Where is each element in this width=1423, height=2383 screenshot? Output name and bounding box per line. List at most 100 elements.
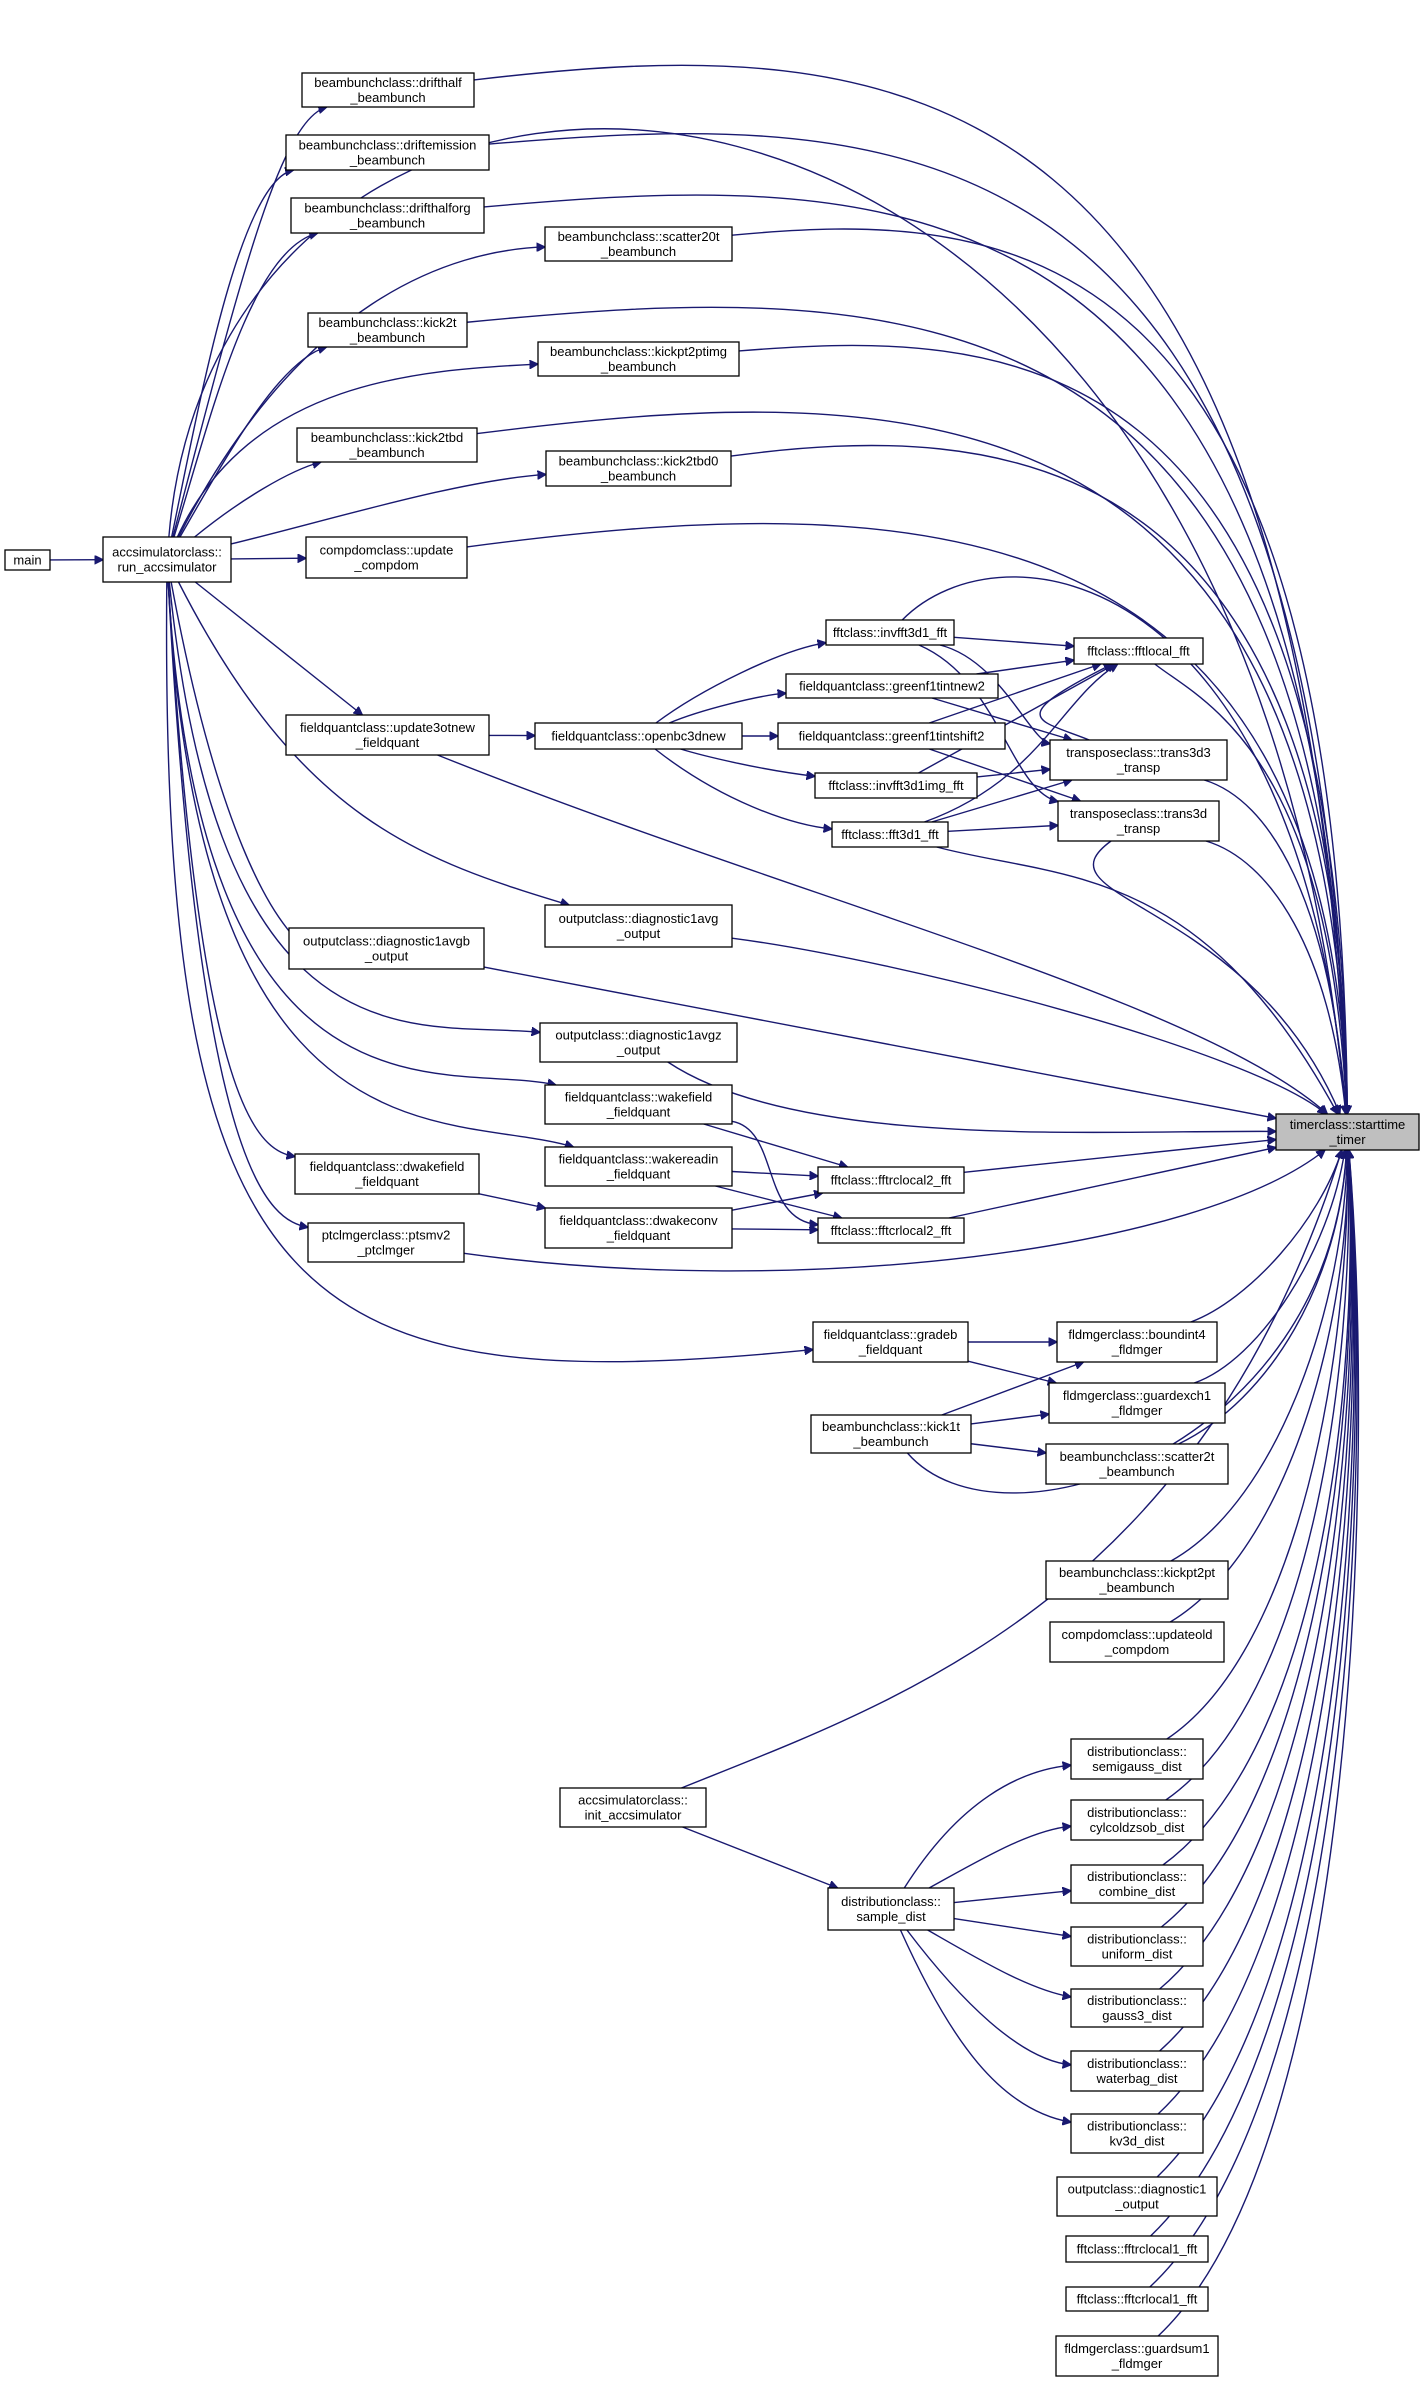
edge-guardexch1-to-starttime	[1193, 1150, 1345, 1384]
node-box	[831, 821, 949, 848]
node-kickpt2pt[interactable]: beambunchclass::kickpt2pt_beambunch	[1045, 1560, 1229, 1600]
node-kick2tbd[interactable]: beambunchclass::kick2tbd_beambunch	[296, 427, 478, 463]
node-fftrclocal1a[interactable]: fftclass::fftrclocal1_fft	[1065, 2235, 1209, 2263]
node-update-compdom[interactable]: compdomclass::update_compdom	[305, 536, 468, 579]
node-guardsum1[interactable]: fldmgerclass::guardsum1_fldmger	[1055, 2335, 1219, 2377]
node-combine[interactable]: distributionclass::combine_dist	[1070, 1864, 1204, 1904]
node-kick1t[interactable]: beambunchclass::kick1t_beambunch	[810, 1414, 972, 1454]
node-cycoldzsob[interactable]: distributionclass::cylcoldzsob_dist	[1070, 1799, 1204, 1841]
node-openbc3dnew[interactable]: fieldquantclass::openbc3dnew	[534, 722, 743, 750]
node-diag1avgz[interactable]: outputclass::diagnostic1avgz_output	[539, 1022, 738, 1063]
node-label: _compdom	[1104, 1642, 1169, 1657]
node-kickpt2ptimg[interactable]: beambunchclass::kickpt2ptimg_beambunch	[537, 341, 740, 377]
node-diag1[interactable]: outputclass::diagnostic1_output	[1056, 2176, 1218, 2217]
edge-drifthalf-to-starttime	[473, 64, 1347, 1114]
node-greenf1tintnew2[interactable]: fieldquantclass::greenf1tintnew2	[785, 673, 999, 699]
node-box	[559, 1787, 707, 1828]
node-label: fieldquantclass::gradeb	[824, 1327, 958, 1342]
node-kick2t[interactable]: beambunchclass::kick2t_beambunch	[307, 312, 468, 348]
node-invfft3d1img[interactable]: fftclass::invfft3d1img_fft	[814, 772, 978, 799]
node-scatter2t[interactable]: beambunchclass::scatter2t_beambunch	[1045, 1443, 1229, 1485]
node-main[interactable]: main	[4, 549, 51, 571]
node-update3otnew[interactable]: fieldquantclass::update3otnew_fieldquant	[285, 714, 490, 756]
edge-invfft3d1-to-fftlocal	[953, 636, 1074, 646]
edge-kickpt2ptimg-to-starttime	[738, 344, 1347, 1114]
node-sample[interactable]: distributionclass::sample_dist	[827, 1887, 955, 1931]
edge-fftrclocal1b-to-starttime	[1149, 1150, 1358, 2288]
node-label: _beambunch	[852, 1434, 928, 1449]
edge-kick2tbd0-to-starttime	[730, 444, 1347, 1114]
node-box	[814, 772, 978, 799]
node-guardexch1[interactable]: fldmgerclass::guardexch1_fldmger	[1048, 1382, 1226, 1424]
node-box	[544, 904, 733, 948]
edge-run-acc-to-wakefield	[167, 581, 556, 1085]
edge-kick2tbd-to-starttime	[476, 411, 1347, 1114]
node-label: _compdom	[353, 558, 418, 573]
edge-diag1avg-to-starttime	[731, 937, 1326, 1114]
node-dwakeconv[interactable]: fieldquantclass::dwakeconv_fieldquant	[544, 1207, 733, 1249]
node-drifthalforg[interactable]: beambunchclass::drifthalforg_beambunch	[290, 197, 485, 234]
node-diag1avg[interactable]: outputclass::diagnostic1avg_output	[544, 904, 733, 948]
node-greenf1tintshift2[interactable]: fieldquantclass::greenf1tintshift2	[777, 722, 1006, 750]
node-label: outputclass::diagnostic1	[1068, 2182, 1207, 2197]
node-label: _beambunch	[600, 244, 676, 259]
edge-kickpt2pt-to-starttime	[1170, 1150, 1347, 1562]
node-drifthalf[interactable]: beambunchclass::drifthalf_beambunch	[301, 72, 475, 108]
node-diag1avgb[interactable]: outputclass::diagnostic1avgb_output	[288, 927, 485, 970]
node-label: fftclass::fftcrlocal2_fft	[831, 1223, 952, 1238]
node-run-acc[interactable]: accsimulatorclass::run_accsimulator	[102, 536, 232, 583]
node-box	[777, 722, 1006, 750]
node-fftlocal[interactable]: fftclass::fftlocal_fft	[1073, 637, 1204, 665]
edge-wakefield-to-fftcrlocal2	[731, 1120, 818, 1224]
edge-guardsum1-to-starttime	[1157, 1150, 1360, 2337]
node-label: _beambunch	[600, 469, 676, 484]
edge-update3otnew-to-starttime	[437, 754, 1328, 1114]
node-dwakefield[interactable]: fieldquantclass::dwakefield_fieldquant	[294, 1153, 480, 1195]
edge-fft3d1-to-fftlocal	[924, 664, 1117, 823]
node-updateold[interactable]: compdomclass::updateold_compdom	[1049, 1621, 1225, 1663]
edge-openbc3dnew-to-invfft3d1img	[680, 748, 815, 776]
node-box	[545, 450, 732, 487]
node-box	[785, 673, 999, 699]
node-driftemission[interactable]: beambunchclass::driftemission_beambunch	[285, 134, 490, 171]
node-label: _transp	[1116, 821, 1160, 836]
node-init-acc[interactable]: accsimulatorclass::init_accsimulator	[559, 1787, 707, 1828]
node-box	[1055, 2335, 1219, 2377]
node-fftrclocal1b[interactable]: fftclass::fftcrlocal1_fft	[1065, 2286, 1209, 2312]
edge-kv3d-to-starttime	[1157, 1150, 1355, 2115]
node-starttime[interactable]: timerclass::starttime_timer	[1275, 1113, 1420, 1151]
node-label: _fieldquant	[355, 735, 420, 750]
node-box	[307, 312, 468, 348]
node-waterbag[interactable]: distributionclass::waterbag_dist	[1070, 2050, 1204, 2092]
node-label: _output	[1114, 2197, 1159, 2212]
node-wakereadin[interactable]: fieldquantclass::wakereadin_fieldquant	[544, 1146, 733, 1187]
edge-sample-to-gauss3	[927, 1929, 1071, 1997]
node-gauss3[interactable]: distributionclass::gauss3_dist	[1070, 1988, 1204, 2028]
edge-run-acc-to-kick2t	[179, 347, 327, 538]
node-trans3d3[interactable]: transposeclass::trans3d3_transp	[1049, 739, 1228, 781]
node-fft3d1[interactable]: fftclass::fft3d1_fft	[831, 821, 949, 848]
node-gradeb[interactable]: fieldquantclass::gradeb_fieldquant	[812, 1321, 969, 1363]
edge-kick1t-to-scatter2t	[970, 1443, 1046, 1453]
node-fftrclocal2a[interactable]: fftclass::fftrclocal2_fft	[817, 1166, 965, 1194]
node-boundint4[interactable]: fldmgerclass::boundint4_fldmger	[1056, 1321, 1218, 1363]
node-scatter20t[interactable]: beambunchclass::scatter20t_beambunch	[544, 226, 733, 262]
edge-kick1t-to-boundint4	[941, 1362, 1084, 1416]
edge-fft3d1-to-trans3d3	[931, 780, 1072, 823]
node-label: sample_dist	[856, 1909, 926, 1924]
node-trans3d[interactable]: transposeclass::trans3d_transp	[1057, 800, 1220, 842]
node-uniform[interactable]: distributionclass::uniform_dist	[1070, 1926, 1204, 1967]
node-wakefield[interactable]: fieldquantclass::wakefield_fieldquant	[544, 1084, 733, 1125]
node-invfft3d1[interactable]: fftclass::invfft3d1_fft	[825, 619, 955, 646]
node-label: distributionclass::	[841, 1894, 941, 1909]
node-box	[1057, 800, 1220, 842]
node-box	[294, 1153, 480, 1195]
node-box	[1275, 1113, 1420, 1151]
node-label: _beambunch	[349, 153, 425, 168]
node-semigauss[interactable]: distributionclass::semigauss_dist	[1070, 1738, 1204, 1780]
node-kv3d[interactable]: distributionclass::kv3d_dist	[1070, 2113, 1204, 2154]
node-kick2tbd0[interactable]: beambunchclass::kick2tbd0_beambunch	[545, 450, 732, 487]
node-label: semigauss_dist	[1092, 1759, 1182, 1774]
node-fftcrlocal2[interactable]: fftclass::fftcrlocal2_fft	[817, 1217, 965, 1244]
node-ptsmv2[interactable]: ptclmgerclass::ptsmv2_ptclmger	[307, 1222, 465, 1263]
